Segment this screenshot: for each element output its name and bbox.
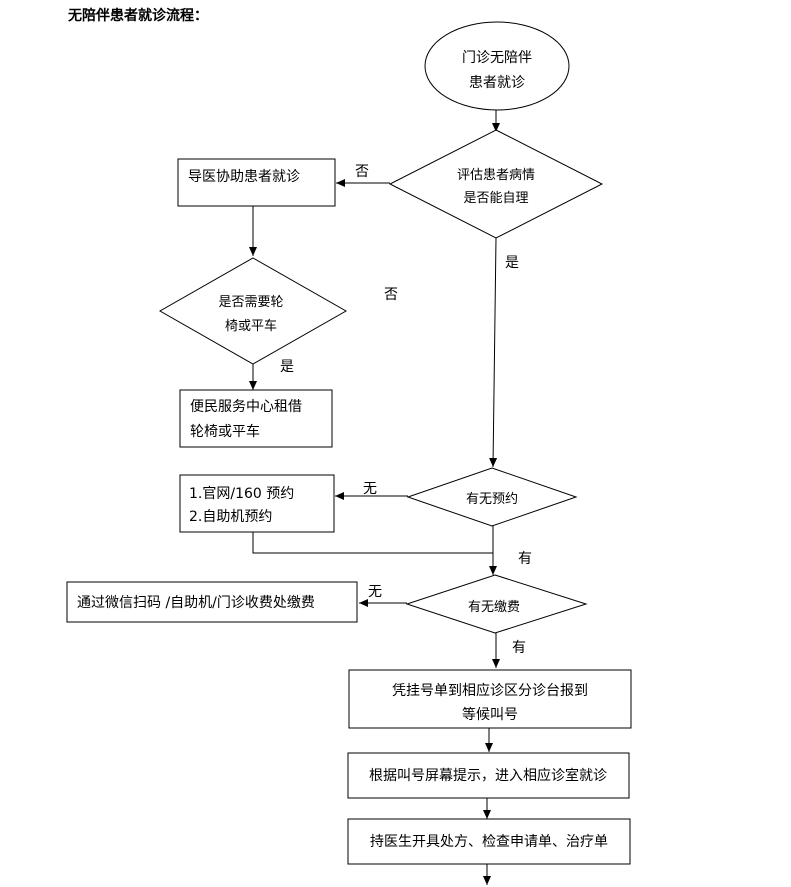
label-assess-no: 否 [355,164,369,180]
assess-decision-line-1: 评估患者病情 [457,168,535,183]
prescribe-box-line-1: 持医生开具处方、检查申请单、治疗单 [370,834,608,850]
pay-box: 通过微信扫码 /自助机/门诊收费处缴费 [66,581,358,623]
rent-box-line-1: 便民服务中心租借 [190,399,302,415]
appointment-decision: 有无预约 [406,467,578,527]
payment-decision-line-1: 有无缴费 [468,600,520,615]
checkin-box-line-1: 凭挂号单到相应诊区分诊台报到 [392,682,588,699]
wheelchair-decision-line-1: 是否需要轮 [218,295,283,310]
assess-decision-line-2: 是否能自理 [463,191,528,206]
start-node-line-2: 患者就诊 [469,75,525,91]
guide-box-line-1: 导医协助患者就诊 [188,169,300,185]
checkin-box-line-2: 等候叫号 [462,706,518,723]
label-appointment-none: 无 [363,481,377,497]
label-assess-yes: 是 [505,255,519,271]
label-wheelchair-yes: 是 [280,359,294,375]
edges [249,110,500,885]
start-node-line-1: 门诊无陪伴 [462,50,532,66]
pay-box-line-1: 通过微信扫码 /自助机/门诊收费处缴费 [77,595,315,611]
rent-box: 便民服务中心租借 轮椅或平车 [179,389,333,448]
edge-book-to-merge [252,532,493,554]
edge-assess-to-appointment [489,237,498,468]
book-box: 1.官网/160 预约 2.自助机预约 [179,474,335,533]
guide-box: 导医协助患者就诊 [177,158,336,207]
book-box-line-2: 2.自助机预约 [189,509,272,525]
book-box-line-1: 1.官网/160 预约 [189,486,294,502]
wheelchair-decision-line-2: 椅或平车 [225,318,277,334]
wheelchair-decision: 是否需要轮 椅或平车 [158,257,348,365]
label-appointment-has: 有 [518,551,532,567]
enter-box-line-1: 根据叫号屏幕提示，进入相应诊室就诊 [369,767,607,784]
rent-box-line-2: 轮椅或平车 [190,423,260,440]
page-title: 无陪伴患者就诊流程： [67,7,208,24]
checkin-box: 凭挂号单到相应诊区分诊台报到 等候叫号 [348,669,632,729]
appointment-decision-line-1: 有无预约 [466,492,518,507]
label-payment-none: 无 [368,584,382,600]
start-node: 门诊无陪伴 患者就诊 [424,21,570,111]
payment-decision: 有无缴费 [405,574,588,634]
prescribe-box: 持医生开具处方、检查申请单、治疗单 [347,818,631,865]
enter-box: 根据叫号屏幕提示，进入相应诊室就诊 [347,752,630,799]
label-floating-no: 否 [384,287,398,303]
edge-labels: 否 是 否 是 无 有 无 有 [280,164,532,656]
label-payment-has: 有 [512,640,526,656]
assess-decision: 评估患者病情 是否能自理 [388,129,604,239]
